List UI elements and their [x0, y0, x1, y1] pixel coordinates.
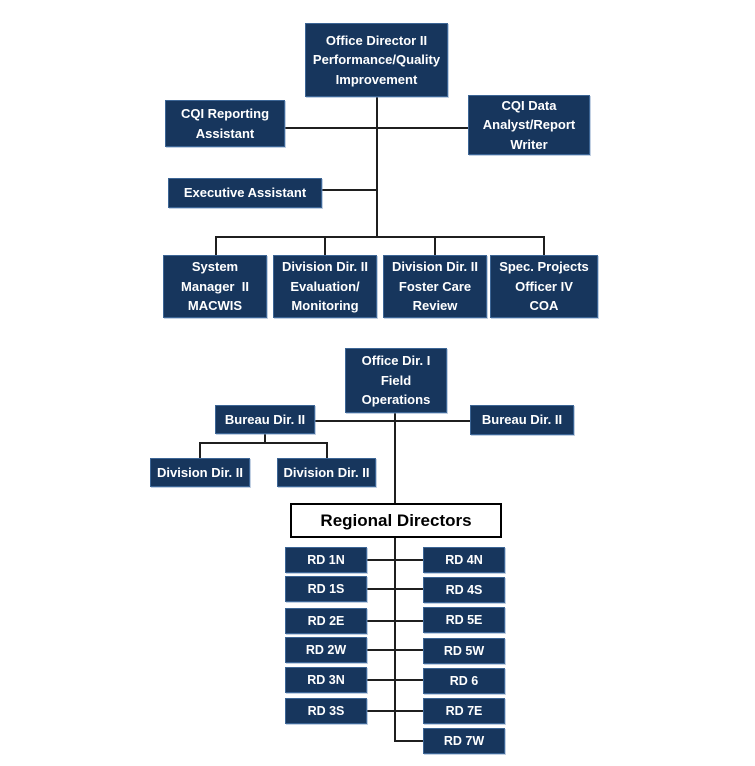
org-box-division-dir-evaluation: Division Dir. II Evaluation/ Monitoring [273, 255, 377, 318]
connector-line [367, 559, 423, 561]
org-box-division-dir-left: Division Dir. II [150, 458, 250, 487]
connector-line [367, 679, 423, 681]
org-box-rd-1s: RD 1S [285, 576, 367, 602]
org-box-rd-1n: RD 1N [285, 547, 367, 573]
connector-line [394, 538, 396, 742]
org-box-rd-7e: RD 7E [423, 698, 505, 724]
org-box-spec-projects-officer: Spec. Projects Officer IV COA [490, 255, 598, 318]
org-box-system-manager-macwis: System Manager II MACWIS [163, 255, 267, 318]
connector-line [367, 710, 423, 712]
org-box-rd-3n: RD 3N [285, 667, 367, 693]
connector-line [215, 236, 544, 238]
org-box-division-dir-right: Division Dir. II [277, 458, 376, 487]
org-box-cqi-reporting-assistant: CQI Reporting Assistant [165, 100, 285, 147]
connector-line [394, 740, 423, 742]
connector-line [367, 588, 423, 590]
connector-line [215, 236, 217, 255]
org-box-rd-4s: RD 4S [423, 577, 505, 603]
connector-line [324, 236, 326, 255]
org-box-executive-assistant: Executive Assistant [168, 178, 322, 208]
connector-line [367, 649, 423, 651]
org-box-division-dir-foster-care: Division Dir. II Foster Care Review [383, 255, 487, 318]
connector-line [264, 434, 266, 443]
org-box-rd-6: RD 6 [423, 668, 505, 694]
connector-line [199, 442, 201, 458]
connector-line [376, 97, 378, 237]
org-box-rd-5w: RD 5W [423, 638, 505, 664]
connector-line [315, 420, 470, 422]
org-box-bureau-dir-left: Bureau Dir. II [215, 405, 315, 434]
org-box-office-dir-field-operations: Office Dir. I Field Operations [345, 348, 447, 413]
connector-line [199, 442, 327, 444]
org-box-rd-5e: RD 5E [423, 607, 505, 633]
connector-line [322, 189, 377, 191]
regional-directors-header: Regional Directors [290, 503, 502, 538]
org-box-rd-2w: RD 2W [285, 637, 367, 663]
org-box-bureau-dir-right: Bureau Dir. II [470, 405, 574, 435]
connector-line [434, 236, 436, 255]
connector-line [326, 442, 328, 458]
org-box-rd-3s: RD 3S [285, 698, 367, 724]
org-box-rd-4n: RD 4N [423, 547, 505, 573]
org-box-rd-7w: RD 7W [423, 728, 505, 754]
connector-line [543, 236, 545, 255]
connector-line [367, 620, 423, 622]
connector-line [394, 413, 396, 503]
org-box-cqi-data-analyst: CQI Data Analyst/Report Writer [468, 95, 590, 155]
connector-line [285, 127, 468, 129]
org-box-office-director-ii: Office Director II Performance/Quality I… [305, 23, 448, 97]
org-box-rd-2e: RD 2E [285, 608, 367, 634]
